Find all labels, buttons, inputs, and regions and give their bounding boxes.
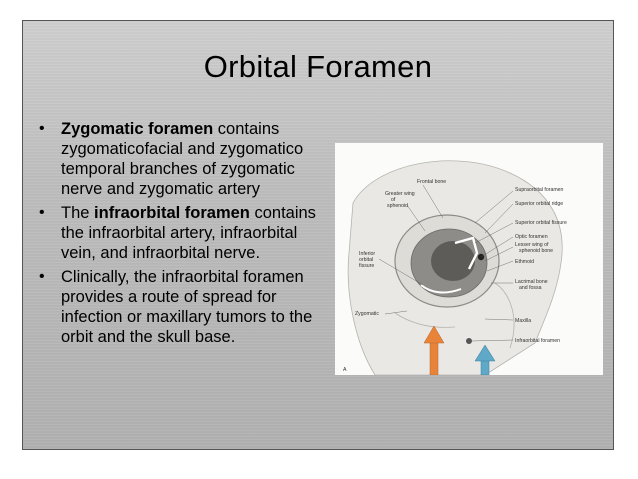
zygomatic-foramen-arrow [423, 325, 445, 375]
label-maxilla: Maxilla [515, 318, 531, 324]
label-lacrimal-bone: Lacrimal bone [515, 279, 548, 285]
inferior-orbital-fissure [420, 284, 462, 294]
label-corner-mark: A [343, 367, 347, 373]
arrow-head-orange [423, 325, 445, 344]
label-lacrimal-bone: and fossa [519, 285, 542, 291]
zygomatic-contour [394, 312, 456, 328]
bullet-text-pre: The [61, 204, 95, 222]
leader-lines [378, 184, 514, 342]
arrow-head-blue [474, 344, 496, 362]
bullet-text: contains the infraorbital artery, infrao… [61, 204, 316, 262]
label-superior-orbital-fissure: Superior orbital fissure [515, 220, 567, 226]
label-inferior-orbital-fissure: fissure [359, 263, 374, 269]
label-lesser-wing: sphenoid bone [519, 248, 553, 254]
orbit-diagram: Frontal bone Supraorbital foramen Greate… [343, 160, 567, 375]
orbit-depth [431, 241, 475, 281]
bullet-item: • Clinically, the infraorbital foramen p… [37, 267, 327, 347]
bullet-bold-term: infraorbital foramen [94, 204, 250, 222]
label-inferior-orbital-fissure: Inferior [359, 251, 375, 257]
label-supraorbital-foramen: Supraorbital foramen [515, 187, 564, 193]
bullet-text: Clinically, the infraorbital foramen pro… [61, 268, 313, 346]
label-greater-wing: Greater wing [385, 191, 415, 197]
bullet-bold-term: Zygomatic foramen [61, 120, 214, 138]
slide-frame: Orbital Foramen • Zygomatic foramen cont… [22, 20, 614, 450]
label-greater-wing: sphenoid [387, 203, 408, 209]
label-superior-orbital-ridge: Superior orbital ridge [515, 201, 563, 207]
bullet-item: • Zygomatic foramen contains zygomaticof… [37, 119, 327, 199]
label-optic-foramen: Optic foramen [515, 234, 548, 240]
bullet-list: • Zygomatic foramen contains zygomaticof… [37, 119, 327, 351]
infraorbital-foramen-arrow [474, 344, 496, 375]
arrow-shaft-orange [429, 340, 439, 375]
orbit-anatomy-illustration: Frontal bone Supraorbital foramen Greate… [335, 143, 603, 375]
bullet-marker: • [39, 120, 45, 137]
label-ethmoid: Ethmoid [515, 259, 534, 265]
maxilla-contour [494, 282, 515, 349]
optic-foramen [477, 253, 485, 261]
superior-orbital-fissure [454, 236, 479, 270]
arrow-shaft-blue [480, 358, 490, 375]
label-zygomatic: Zygomatic [355, 311, 379, 317]
label-greater-wing: of [391, 197, 396, 203]
slide-title: Orbital Foramen [203, 49, 433, 84]
label-inferior-orbital-fissure: orbital [359, 257, 373, 263]
label-lesser-wing: Lesser wing of [515, 242, 549, 248]
bullet-marker: • [39, 268, 45, 285]
infraorbital-foramen-mark [466, 338, 472, 344]
bullet-text: contains zygomaticofacial and zygomatico… [61, 120, 304, 198]
label-frontal-bone: Frontal bone [417, 179, 446, 185]
label-infraorbital-foramen: Infraorbital foramen [515, 338, 560, 344]
bullet-marker: • [39, 204, 45, 221]
bullet-item: • The infraorbital foramen contains the … [37, 203, 327, 263]
